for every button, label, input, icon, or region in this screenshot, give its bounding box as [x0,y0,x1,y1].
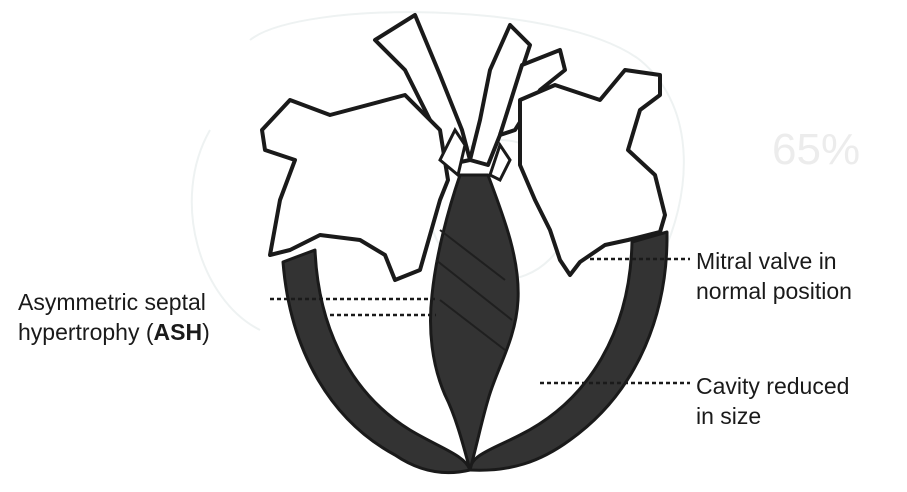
label-mitral-line2: normal position [696,276,852,306]
zoom-watermark: 65% [772,124,860,176]
label-ash-line2-suffix: ) [202,319,210,345]
label-ash-line1: Asymmetric septal [18,287,210,317]
right-atrium [262,95,448,280]
label-ash-abbrev: ASH [154,319,203,345]
label-cavity-line1: Cavity reduced [696,371,849,401]
label-ash-line2-prefix: hypertrophy ( [18,319,154,345]
septum [431,175,519,470]
label-mitral-valve: Mitral valve in normal position [696,246,852,306]
label-mitral-line1: Mitral valve in [696,246,852,276]
label-ash-line2: hypertrophy (ASH) [18,317,210,347]
label-cavity-reduced: Cavity reduced in size [696,371,849,431]
label-cavity-line2: in size [696,401,849,431]
label-asymmetric-septal-hypertrophy: Asymmetric septal hypertrophy (ASH) [18,287,210,347]
